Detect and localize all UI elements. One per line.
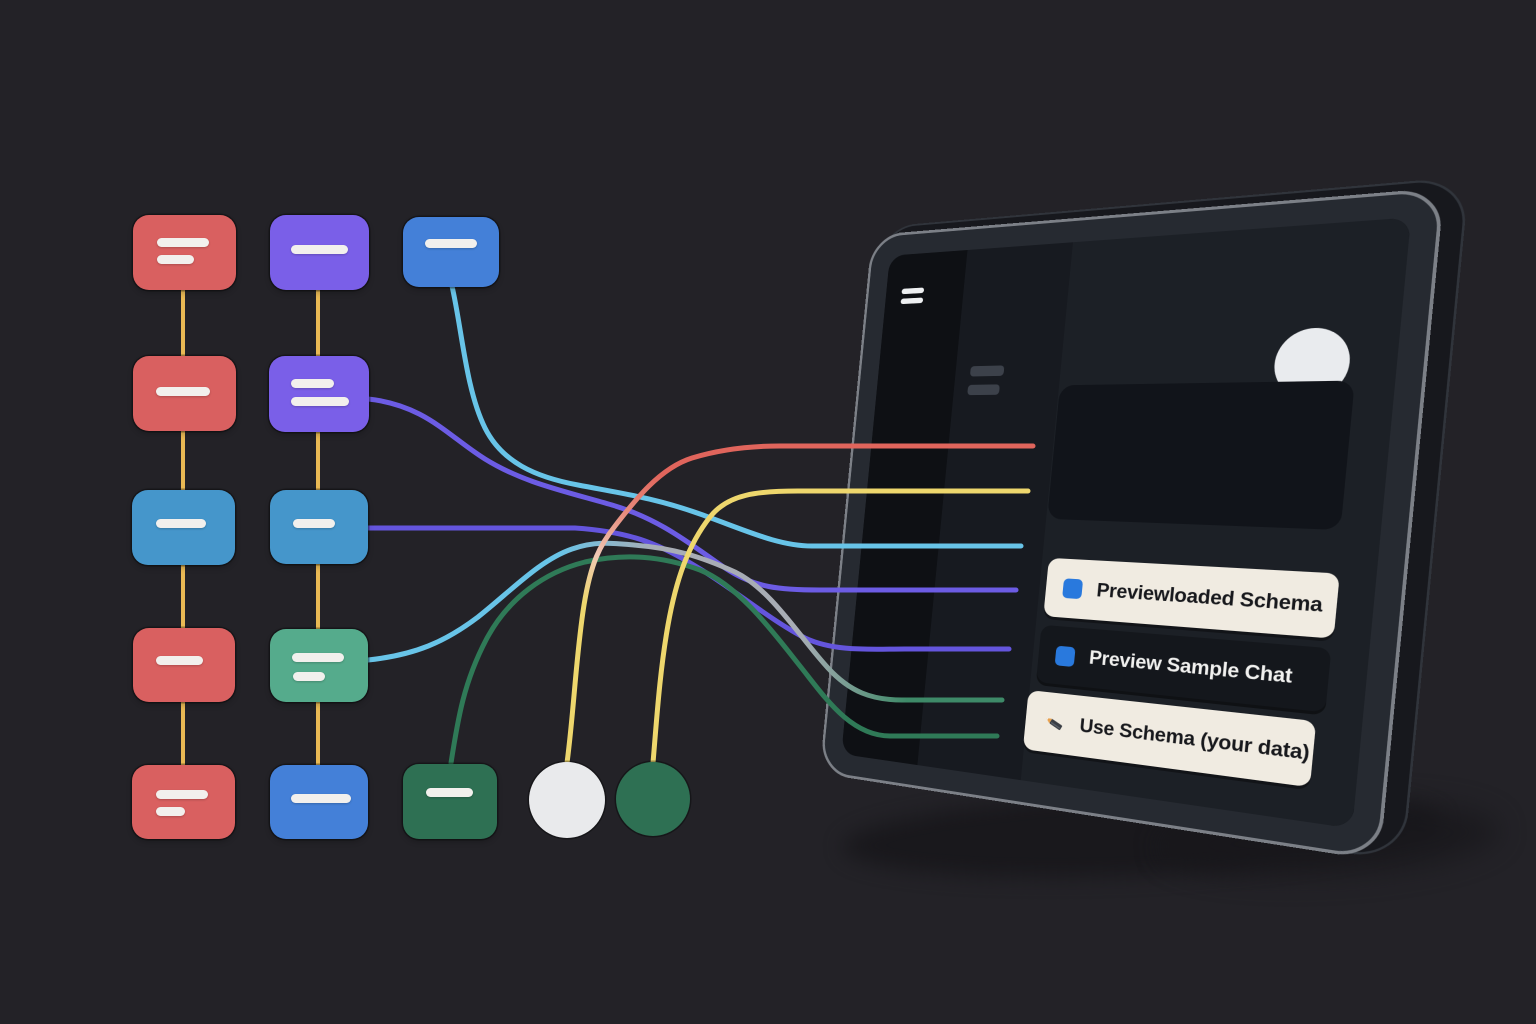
white-circle-endpoint <box>529 762 605 838</box>
button-label: Previewloaded Schema <box>1095 578 1324 617</box>
green-circle-endpoint <box>616 762 690 836</box>
flow-node <box>270 629 368 702</box>
flow-node <box>133 356 236 431</box>
flow-node <box>133 628 235 702</box>
blue-square-icon <box>1054 645 1076 667</box>
hamburger-icon[interactable] <box>900 287 925 309</box>
flow-node <box>269 356 369 432</box>
flow-node <box>403 764 497 839</box>
tablet-device: Previewloaded Schema Preview Sample Chat… <box>819 187 1445 861</box>
button-label: Preview Sample Chat <box>1088 646 1294 689</box>
button-label: Use Schema (your data) <box>1078 714 1311 766</box>
flow-node <box>270 215 369 290</box>
flow-node <box>133 215 236 290</box>
content-panel <box>1047 380 1355 531</box>
pencil-icon <box>1044 715 1063 730</box>
blue-square-icon <box>1062 578 1084 600</box>
flow-node <box>403 217 499 287</box>
flow-node <box>132 490 235 565</box>
flow-node <box>132 765 235 839</box>
sidebar-menu-item[interactable] <box>967 384 1000 396</box>
flow-node <box>270 490 368 564</box>
sidebar-menu-item[interactable] <box>969 365 1005 377</box>
flow-node <box>270 765 368 839</box>
